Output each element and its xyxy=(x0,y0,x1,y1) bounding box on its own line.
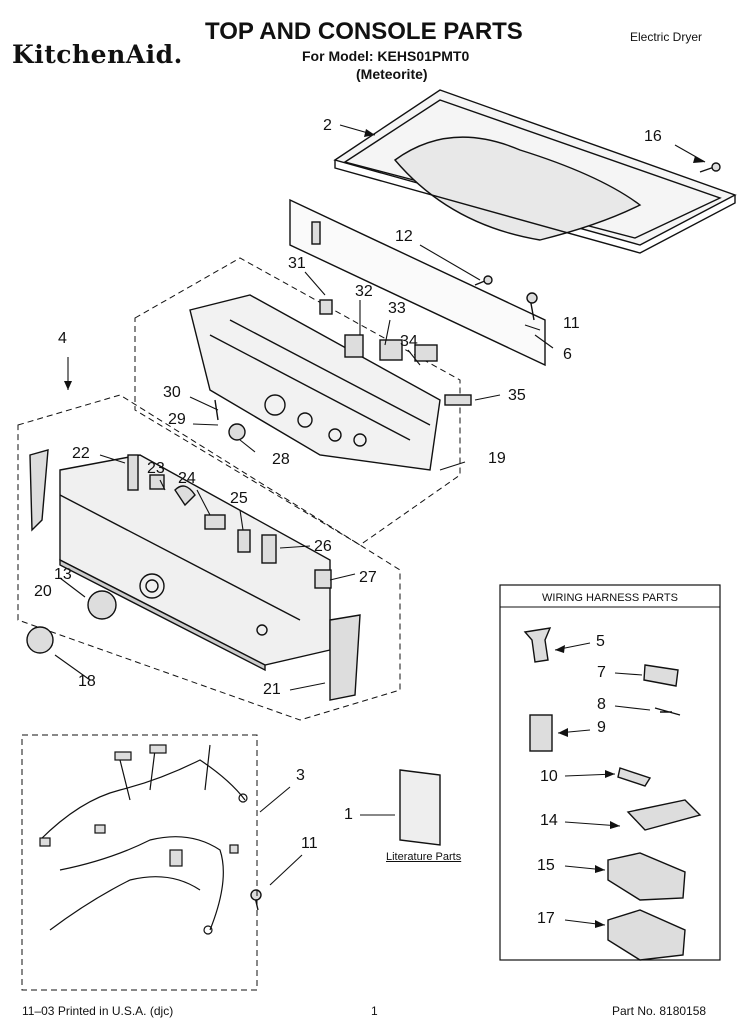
wiring-parts xyxy=(523,627,702,961)
model-line: For Model: KEHS01PMT0 xyxy=(302,48,470,64)
top-panel xyxy=(333,89,737,254)
callout-8: 8 xyxy=(597,696,606,713)
callout-22: 22 xyxy=(72,445,90,462)
callout-17: 17 xyxy=(537,910,555,927)
screws xyxy=(250,162,721,911)
callout-29: 29 xyxy=(168,411,186,428)
callout-28: 28 xyxy=(272,451,290,468)
callout-3: 3 xyxy=(296,767,305,784)
page-number: 1 xyxy=(371,1004,378,1018)
product-category: Electric Dryer xyxy=(630,30,703,44)
callout-9: 9 xyxy=(597,719,606,736)
console-body xyxy=(59,454,331,672)
literature-parts-label: Literature Parts xyxy=(386,851,462,863)
brand-logo: KitchenAid. xyxy=(12,40,183,69)
rear-console-panel xyxy=(289,198,546,367)
callout-27: 27 xyxy=(359,569,377,586)
wiring-panel-title: WIRING HARNESS PARTS xyxy=(542,592,678,604)
literature-booklet xyxy=(399,769,441,846)
callout-2: 2 xyxy=(323,117,332,134)
wiring-harness xyxy=(39,744,248,935)
callout-14: 14 xyxy=(540,812,558,829)
callout-20: 20 xyxy=(34,583,52,600)
callout-21: 21 xyxy=(263,681,281,698)
callout-31: 31 xyxy=(288,255,306,272)
callout-1: 1 xyxy=(344,806,353,823)
callout-7: 7 xyxy=(597,664,606,681)
callout-15: 15 xyxy=(537,857,555,874)
callout-19: 19 xyxy=(488,450,506,467)
callout-16: 16 xyxy=(644,128,662,145)
callout-23: 23 xyxy=(147,460,165,477)
callout-11-top: 11 xyxy=(563,315,580,332)
callout-4: 4 xyxy=(58,330,67,347)
callout-33: 33 xyxy=(388,300,406,317)
callout-24: 24 xyxy=(178,470,196,487)
callout-32: 32 xyxy=(355,283,373,300)
wiring-parts-panel xyxy=(499,584,721,961)
callout-34: 34 xyxy=(400,333,418,350)
callout-5: 5 xyxy=(596,633,605,650)
callout-25: 25 xyxy=(230,490,248,507)
callout-13: 13 xyxy=(54,566,72,583)
callout-35: 35 xyxy=(508,387,526,404)
callout-10: 10 xyxy=(540,768,558,785)
callout-11-bottom: 11 xyxy=(301,835,318,852)
model-variant: (Meteorite) xyxy=(356,66,428,82)
console-components xyxy=(26,449,361,701)
callout-30: 30 xyxy=(163,384,181,401)
control-board xyxy=(189,294,472,471)
callout-26: 26 xyxy=(314,538,332,555)
callout-18: 18 xyxy=(78,673,96,690)
part-number: Part No. 8180158 xyxy=(612,1004,707,1018)
page-title: TOP AND CONSOLE PARTS xyxy=(205,18,523,45)
callout-12: 12 xyxy=(395,228,413,245)
callout-6: 6 xyxy=(563,346,572,363)
print-info: 11–03 Printed in U.S.A. (djc) xyxy=(22,1004,174,1018)
